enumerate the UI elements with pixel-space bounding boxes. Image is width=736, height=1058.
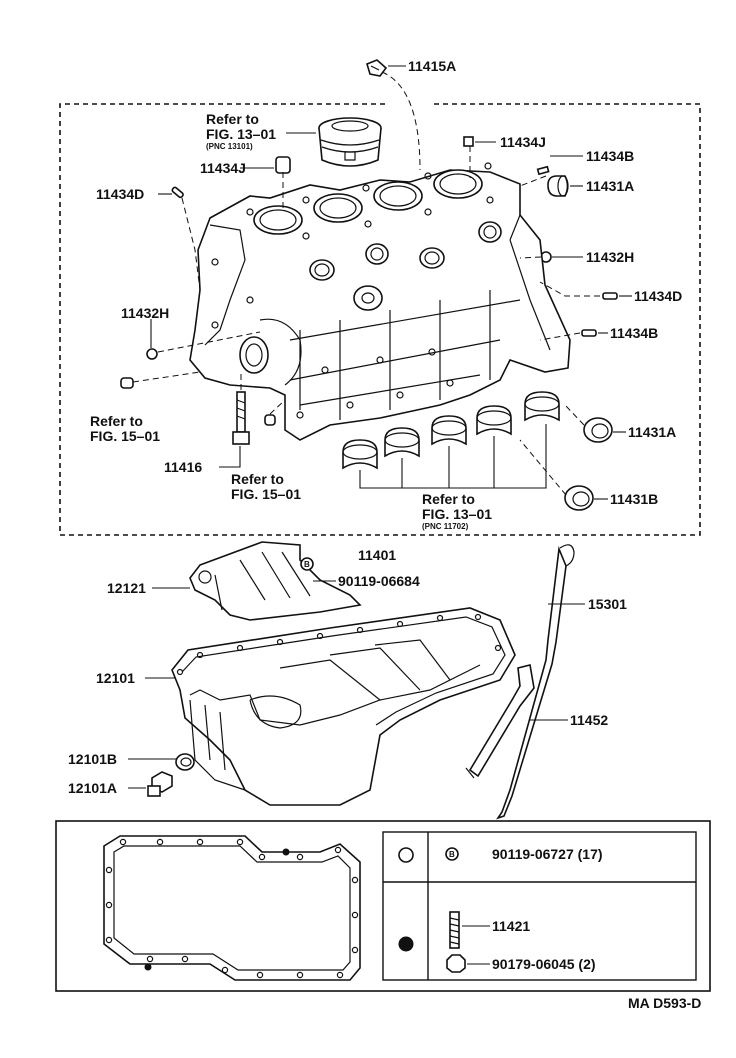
label-11434D-right: 11434D: [634, 288, 682, 304]
label-11434J-top: 11434J: [500, 134, 546, 150]
gasket-box: B: [55, 820, 711, 992]
label-12101A: 12101A: [68, 780, 117, 796]
plug-11434J-left: [275, 156, 291, 174]
leader-lines: [128, 65, 632, 965]
dowel-mid-ref: [264, 414, 276, 426]
label-refer-bearing-1: Refer to: [422, 491, 475, 507]
plug-11432H-left: [146, 348, 158, 360]
pin-11434D-right: [602, 292, 618, 300]
label-11431A-top: 11431A: [586, 178, 634, 194]
legend-label-11421: 11421: [492, 918, 530, 934]
label-11415A: 11415A: [408, 58, 456, 74]
legend-bolt-glyph: B: [449, 850, 455, 859]
label-11434B-right: 11434B: [610, 325, 658, 341]
dipstick-guide-11452: [465, 664, 535, 779]
main-bearings: [342, 391, 560, 489]
label-refer-left-1: Refer to: [90, 413, 143, 429]
footer-code: MA D593-D: [628, 995, 701, 1011]
label-refer-bearing-2: FIG. 13–01: [422, 506, 492, 522]
cylinder-block-drawing: [189, 162, 571, 441]
label-11416: 11416: [164, 459, 202, 475]
bearing-2: [384, 427, 420, 458]
label-11434B-top: 11434B: [586, 148, 634, 164]
oil-baffle-drawing: B: [189, 541, 362, 621]
plug-11434J-top: [463, 136, 474, 147]
plug-11434B-top: [536, 165, 550, 176]
legend-label-90179-06045: 90179-06045 (2): [492, 956, 596, 972]
plug-11431A-top: [547, 175, 569, 197]
piston-drawing: [318, 117, 382, 167]
label-12101: 12101: [96, 670, 135, 686]
drain-plug-12101A: [147, 771, 173, 797]
plug-11431A-bottom: [583, 417, 613, 443]
label-11432H-left: 11432H: [121, 305, 169, 321]
label-11434D-left: 11434D: [96, 186, 144, 202]
drain-gasket-12101B: [175, 753, 195, 771]
label-refer-mid-2: FIG. 15–01: [231, 486, 301, 502]
bearing-3: [431, 415, 467, 446]
bearing-5: [524, 391, 560, 422]
label-refer-piston-1: Refer to: [206, 111, 259, 127]
label-12101B: 12101B: [68, 751, 117, 767]
bolt-11416: [232, 391, 250, 445]
bearing-1: [342, 439, 378, 470]
label-refer-piston-2: FIG. 13–01: [206, 126, 276, 142]
plug-left-ref: [120, 377, 134, 389]
block-group-border: [59, 103, 701, 536]
label-refer-bearing-pnc: (PNC 11702): [422, 522, 469, 531]
label-11452: 11452: [570, 712, 608, 728]
dipstick-15301: [496, 544, 575, 820]
label-11431B: 11431B: [610, 491, 658, 507]
label-refer-left-2: FIG. 15–01: [90, 428, 160, 444]
legend-label-90119-06727: 90119-06727 (17): [492, 846, 603, 862]
label-refer-mid-1: Refer to: [231, 471, 284, 487]
label-12121: 12121: [107, 580, 146, 596]
label-refer-piston-pnc: (PNC 13101): [206, 142, 253, 151]
label-90119-06684: 90119-06684: [338, 573, 420, 589]
part-labels: 11415A Refer to FIG. 13–01 (PNC 13101) 1…: [68, 58, 701, 1011]
bearing-4: [476, 405, 512, 436]
locator-lines-block: [132, 71, 600, 496]
pin-11434D-left: [171, 186, 184, 199]
label-11432H-right: 11432H: [586, 249, 634, 265]
label-15301: 15301: [588, 596, 627, 612]
plug-11415A: [366, 59, 388, 77]
label-11431A-bottom: 11431A: [628, 424, 676, 440]
oil-pan-drawing: [171, 607, 516, 806]
plug-11431B: [564, 485, 594, 511]
baffle-bolt-glyph: B: [304, 560, 310, 569]
label-11434J-left: 11434J: [200, 160, 246, 176]
label-11401: 11401: [358, 547, 396, 563]
pin-11434B-right: [581, 329, 597, 337]
